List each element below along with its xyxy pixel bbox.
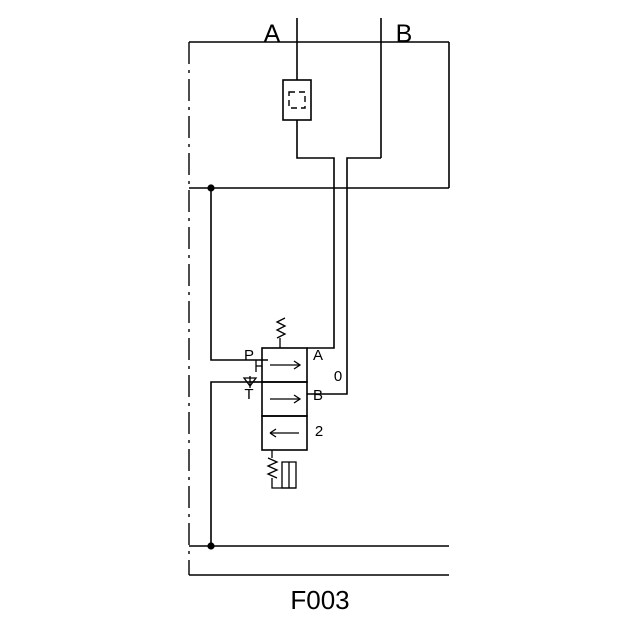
- valve-position-2-label: 2: [315, 423, 323, 440]
- valve-envelope-extra: [261, 415, 308, 451]
- mid-horizontal-rail: [189, 184, 449, 192]
- valve-t-return: [207, 381, 262, 550]
- port-a-top-label: A: [264, 20, 281, 48]
- valve-a-feed: [307, 188, 335, 349]
- valve-spring-bottom: [266, 450, 297, 489]
- valve-port-b-label: B: [313, 387, 323, 404]
- valve-port-p-label: P: [244, 347, 254, 364]
- valve-port-a-label: A: [313, 347, 323, 364]
- drawing-title: F003: [290, 585, 350, 615]
- valve-position-0-label: 0: [334, 368, 342, 385]
- port-b-lower-run: [346, 157, 381, 188]
- valve-flow-arrows: [269, 360, 302, 438]
- valve-spring-top: [275, 317, 287, 348]
- orifice-component: [282, 79, 312, 121]
- port-b-top-label: B: [396, 20, 413, 48]
- valve-b-feed: [307, 188, 348, 395]
- port-a-lower-run: [296, 120, 335, 188]
- bottom-horizontal-rail: [189, 545, 449, 576]
- valve-port-t-label: T: [244, 386, 253, 403]
- valve-body: [261, 347, 308, 451]
- left-supply-vertical: [210, 188, 268, 361]
- valve-port-ticks: [242, 360, 262, 388]
